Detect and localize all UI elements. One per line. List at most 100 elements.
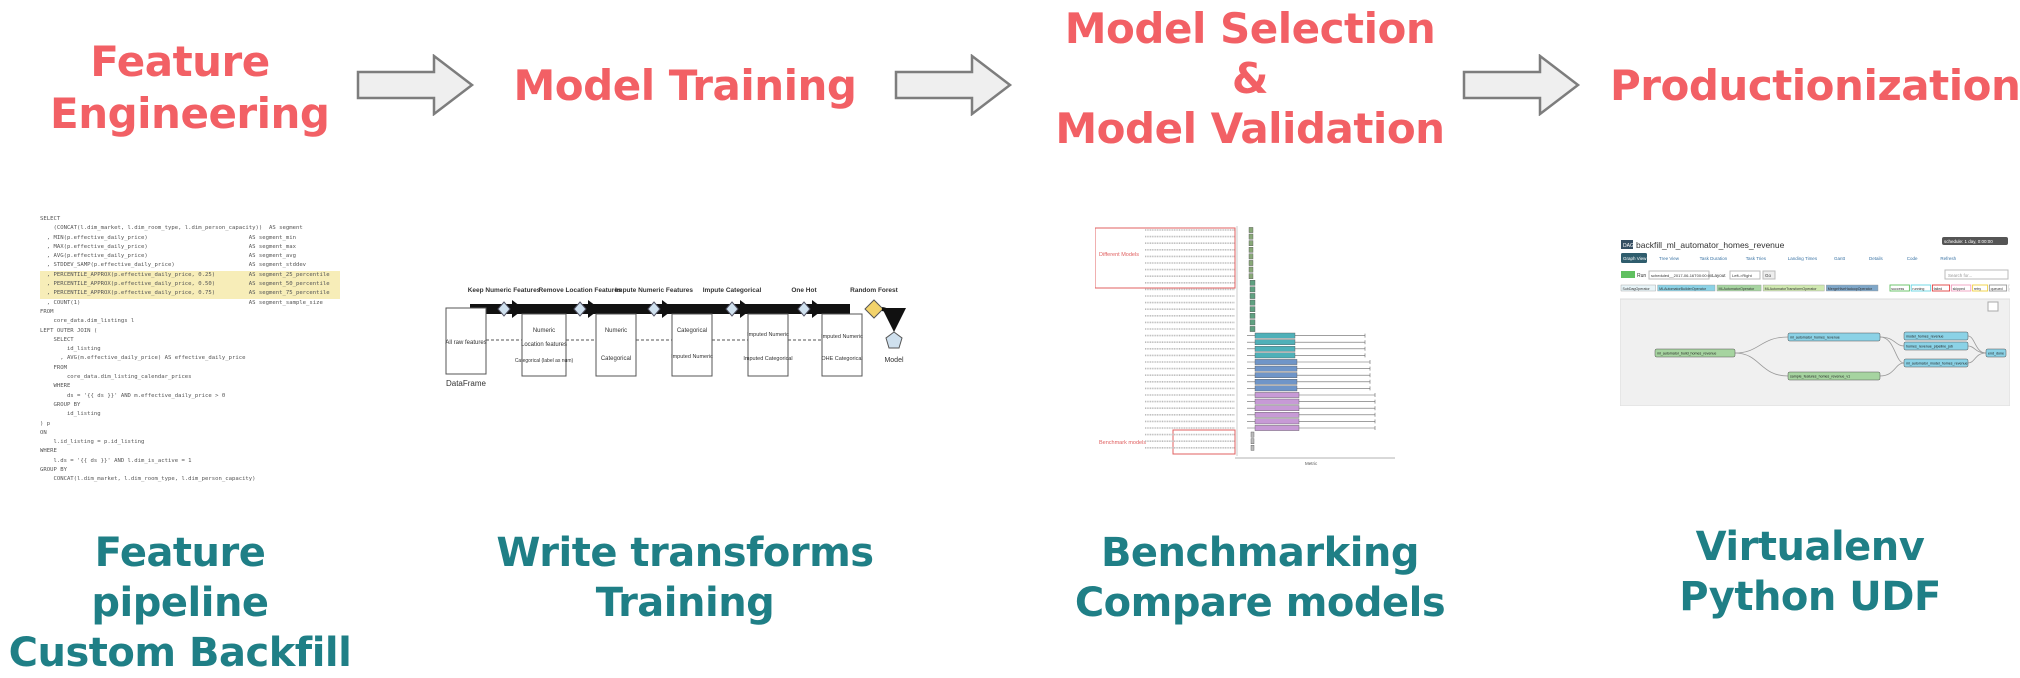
stage-title-line: & [1050, 54, 1450, 104]
sql-code-line: l.ds = '{{ ds }}' AND l.dim_is_active = … [40, 457, 340, 466]
pipeline-stage-label: Impute Numeric Features [615, 287, 693, 294]
dag-tab[interactable]: Gantt [1834, 256, 1846, 261]
caption-feature-engineering: Feature pipeline Custom Backfill [0, 528, 360, 678]
benchmark-x-axis-label: Metric [1305, 461, 1318, 466]
dag-tab[interactable]: Task Duration [1700, 256, 1728, 261]
pipeline-box-text: Imputed Numeric [671, 354, 713, 360]
dag-state-legend: running [1912, 287, 1924, 291]
sql-code-line: GROUP BY [40, 466, 340, 475]
dag-tab[interactable]: Graph View [1623, 256, 1647, 261]
dag-state-legend: skipped [1953, 287, 1965, 291]
benchmark-group-label: Different Models [1099, 252, 1139, 258]
dag-search-input[interactable]: Search for... [1948, 273, 1972, 278]
sql-code-line: WHERE [40, 447, 340, 456]
pipeline-box-text: Model [884, 357, 904, 364]
pipeline-stage-label: Keep Numeric Features [468, 287, 541, 294]
stage-title-line: Model Training [510, 60, 860, 112]
dag-layout-label: Layout [1712, 273, 1726, 278]
sql-code-line: FROM [40, 308, 340, 317]
sql-code-line: SELECT [40, 215, 340, 224]
dag-task-node[interactable]: model_homes_revenue [1906, 335, 1944, 339]
sql-code-line: , STDDEV_SAMP(p.effective_daily_price) A… [40, 261, 340, 270]
dag-state-legend: success [1891, 287, 1904, 291]
sql-code-line: , PERCENTILE_APPROX(p.effective_daily_pr… [40, 289, 340, 298]
dag-tab[interactable]: Refresh [1940, 256, 1956, 261]
dag-tab[interactable]: Tree View [1659, 256, 1680, 261]
dag-task-node[interactable]: ml_automator_homes_revenue [1790, 336, 1840, 340]
dag-task-node[interactable]: ml_automator_build_homes_revenue [1657, 352, 1716, 356]
dag-task-node[interactable]: ml_automator_model_homes_revenue [1906, 362, 1968, 366]
pipeline-stage-label: Impute Categorical [703, 287, 762, 294]
caption-line: Compare models [1060, 578, 1460, 628]
dag-run-value: scheduled__2017-06-16T00:00:00 [1651, 273, 1713, 278]
stage-title-line: Productionization [1610, 60, 2010, 112]
caption-productionization: Virtualenv Python UDF [1630, 522, 1990, 622]
caption-line: Benchmarking [1060, 528, 1460, 578]
dag-operator-legend: MergeHiveHadoopOperator [1828, 287, 1873, 291]
right-arrow-icon [894, 54, 1014, 116]
sql-code-line: ) p [40, 420, 340, 429]
sql-code-line: (CONCAT(l.dim_market, l.dim_room_type, l… [40, 224, 340, 233]
sql-code-line: ds = '{{ ds }}' AND m.effective_daily_pr… [40, 392, 340, 401]
caption-model-selection: Benchmarking Compare models [1060, 528, 1460, 628]
dag-tab[interactable]: Task Tries [1746, 256, 1767, 261]
pipeline-diagram: Keep Numeric Features Remove Location Fe… [442, 280, 912, 400]
stage-title-line: Model Selection [1050, 4, 1450, 54]
sql-code-line: core_data.dim_listings l [40, 317, 340, 326]
pipeline-stage-label: Random Forest [850, 287, 899, 294]
sql-code-line: ON [40, 429, 340, 438]
sql-code-line: core_data.dim_listing_calendar_prices [40, 373, 340, 382]
sql-code-line: GROUP BY [40, 401, 340, 410]
airflow-dag-thumbnail: DAG backfill_ml_automator_homes_revenue … [1620, 236, 2010, 406]
stage-title-productionization: Productionization [1610, 60, 2010, 112]
dag-schedule: schedule: 1 day, 0:00:00 [1944, 239, 1993, 244]
caption-line: Virtualenv [1630, 522, 1990, 572]
dag-tab[interactable]: Details [1869, 256, 1884, 261]
dag-tab[interactable]: Code [1907, 256, 1918, 261]
pipeline-box-text: Numeric [533, 328, 555, 334]
pipeline-stage-label: One Hot [791, 287, 817, 294]
stage-title-line: Engineering [50, 88, 310, 140]
sql-code-line: LEFT OUTER JOIN ( [40, 327, 340, 336]
pipeline-box-text: DataFrame [446, 379, 487, 388]
dag-operator-legend: MLAutomatorOperator [1719, 287, 1756, 291]
pipeline-stage-label: Remove Location Features [538, 287, 621, 294]
pipeline-box-text: Numeric [605, 328, 627, 334]
dag-run-label: Run [1637, 273, 1646, 279]
pipeline-box-text: OHE Categorical [821, 356, 862, 362]
dag-operator-legend: MLAutomatorTransformOperator [1765, 287, 1818, 291]
stage-title-line: Feature [50, 36, 310, 88]
dag-task-node[interactable]: end_done [1988, 352, 2004, 356]
caption-line: Feature pipeline [0, 528, 360, 628]
dag-badge: DAG [1623, 243, 1634, 249]
dag-task-node[interactable]: homes_revenue_pipeline_job [1906, 345, 1953, 349]
sql-code-line: , PERCENTILE_APPROX(p.effective_daily_pr… [40, 280, 340, 289]
sql-code-line: FROM [40, 364, 340, 373]
benchmark-group-label: Benchmark models [1099, 440, 1146, 446]
dag-state-legend: retry [1974, 287, 1981, 291]
right-arrow-icon [1462, 54, 1582, 116]
dag-task-node[interactable]: sample_features_homes_revenue_v1 [1790, 375, 1850, 379]
sql-code-line: id_listing [40, 345, 340, 354]
stage-title-line: Model Validation [1050, 104, 1450, 154]
sql-code-line: , AVG(m.effective_daily_price) AS effect… [40, 354, 340, 363]
dag-go-button[interactable]: Go [1765, 273, 1772, 278]
sql-code-line: , MAX(p.effective_daily_price) AS segmen… [40, 243, 340, 252]
stage-title-feature-engineering: Feature Engineering [50, 36, 310, 140]
dag-layout-value: Left->Right [1732, 273, 1753, 278]
sql-code-line: WHERE [40, 382, 340, 391]
dag-tab[interactable]: Landing Times [1788, 256, 1818, 261]
sql-code-line: SELECT [40, 336, 340, 345]
dag-state-legend: queued [1991, 287, 2003, 291]
dag-name: backfill_ml_automator_homes_revenue [1636, 240, 1785, 250]
caption-line: Custom Backfill [0, 628, 360, 678]
pipeline-box-text: All raw features [445, 340, 486, 346]
sql-code-line: l.id_listing = p.id_listing [40, 438, 340, 447]
pipeline-box-text: Categorical [677, 328, 707, 334]
pipeline-box-text: Location features [521, 342, 567, 348]
sql-code-line: , AVG(p.effective_daily_price) AS segmen… [40, 252, 340, 261]
dag-state-legend: failed [1934, 287, 1943, 291]
pipeline-box-text: Categorical [601, 356, 631, 362]
sql-code-line: , COUNT(1) AS segment_sample_size [40, 299, 340, 308]
caption-model-training: Write transforms Training [495, 528, 875, 628]
